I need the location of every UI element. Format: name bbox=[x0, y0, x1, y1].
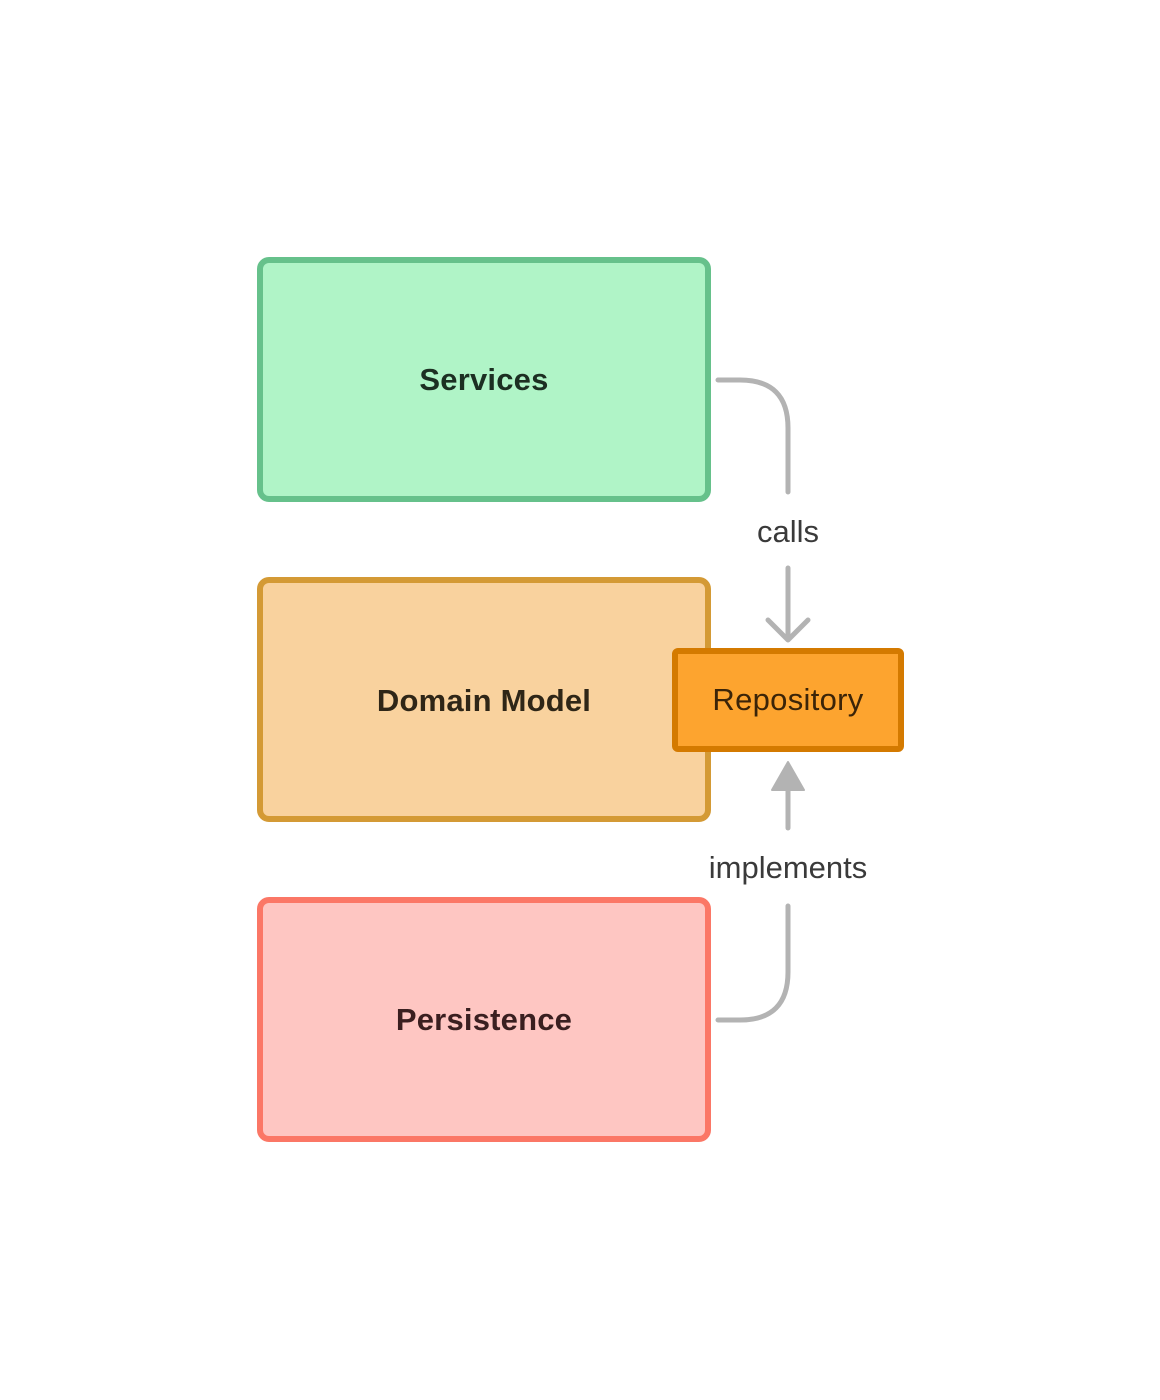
domain-model-layer[interactable]: Domain Model bbox=[257, 577, 711, 822]
persistence-layer[interactable]: Persistence bbox=[257, 897, 711, 1142]
calls-edge-label: calls bbox=[756, 514, 819, 549]
implements-connector-lower bbox=[715, 903, 791, 1023]
repository-node[interactable]: Repository bbox=[672, 648, 904, 752]
calls-connector-upper bbox=[715, 377, 791, 495]
services-layer[interactable]: Services bbox=[257, 257, 711, 502]
calls-arrowhead-icon bbox=[765, 617, 811, 643]
domain-model-label: Domain Model bbox=[376, 682, 592, 718]
implements-edge-label: implements bbox=[708, 850, 868, 885]
services-label: Services bbox=[419, 361, 549, 397]
repository-label: Repository bbox=[712, 682, 864, 717]
persistence-label: Persistence bbox=[395, 1001, 573, 1037]
implements-arrowhead-icon bbox=[771, 761, 805, 791]
